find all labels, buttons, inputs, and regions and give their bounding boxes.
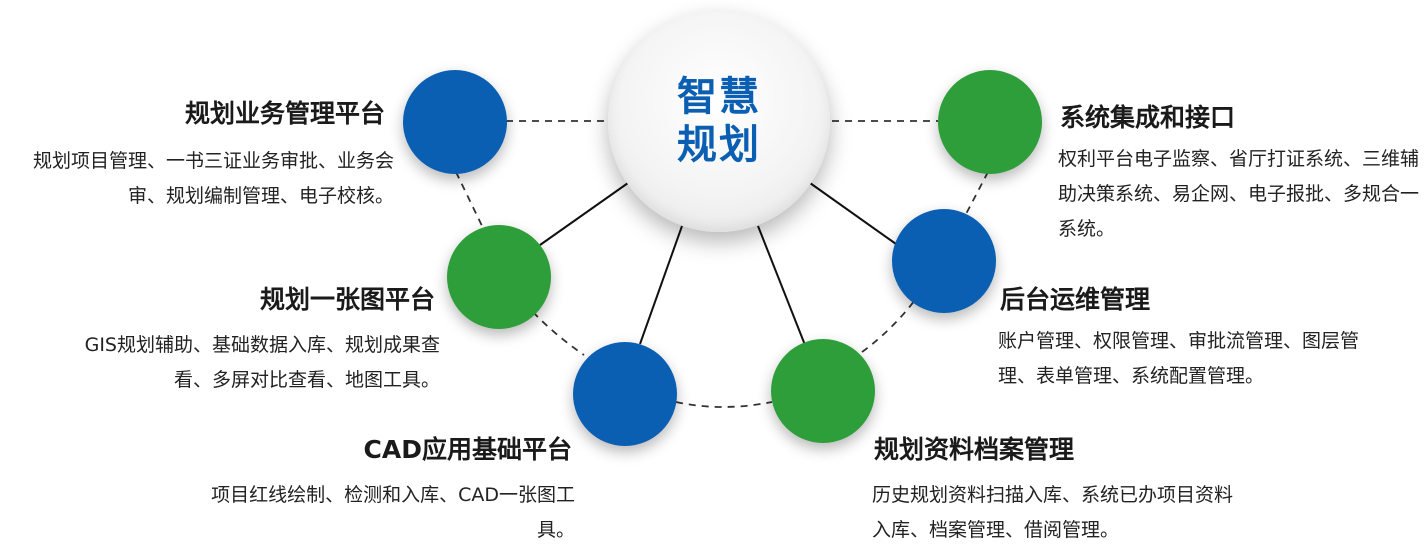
module-title-integration: 系统集成和接口 <box>1060 103 1236 132</box>
node-integration <box>938 70 1042 174</box>
module-desc-archive: 历史规划资料扫描入库、系统已办项目资料入库、档案管理、借阅管理。 <box>872 484 1234 541</box>
center-title: 智慧规划 <box>677 74 761 168</box>
dash-business-onemap <box>455 171 485 231</box>
dash-archive-ops <box>861 299 916 353</box>
node-ops <box>892 209 996 313</box>
module-title-archive: 规划资料档案管理 <box>874 435 1075 464</box>
module-title-cad: CAD应用基础平台 <box>363 435 572 464</box>
module-desc-onemap: GIS规划辅助、基础数据入库、规划成果查看、多屏对比查看、地图工具。 <box>84 334 440 391</box>
module-title-ops: 后台运维管理 <box>1000 285 1151 314</box>
spoke-ops <box>809 182 897 245</box>
module-title-onemap: 规划一张图平台 <box>259 285 435 314</box>
node-cad <box>573 342 677 446</box>
spoke-archive <box>757 225 806 346</box>
module-title-business: 规划业务管理平台 <box>184 99 385 128</box>
node-business <box>403 70 507 174</box>
dash-integration-ops <box>965 171 989 215</box>
module-desc-cad: 项目红线绘制、检测和入库、CAD一张图工具。 <box>211 484 575 541</box>
node-archive <box>771 339 875 443</box>
center-hub: 智慧规划 <box>608 10 830 232</box>
module-desc-business: 规划项目管理、一书三证业务审批、业务会审、规划编制管理、电子校核。 <box>32 150 394 207</box>
dash-onemap-cad <box>532 311 585 356</box>
module-desc-integration: 权利平台电子监察、省厅打证系统、三维辅助决策系统、易企网、电子报批、多规合一系统… <box>1058 148 1420 240</box>
node-onemap <box>447 225 551 329</box>
dash-cad-archive <box>675 401 773 408</box>
module-desc-ops: 账户管理、权限管理、审批流管理、图层管理、表单管理、系统配置管理。 <box>998 330 1360 387</box>
spoke-cad <box>639 225 683 345</box>
spoke-onemap <box>539 182 629 246</box>
